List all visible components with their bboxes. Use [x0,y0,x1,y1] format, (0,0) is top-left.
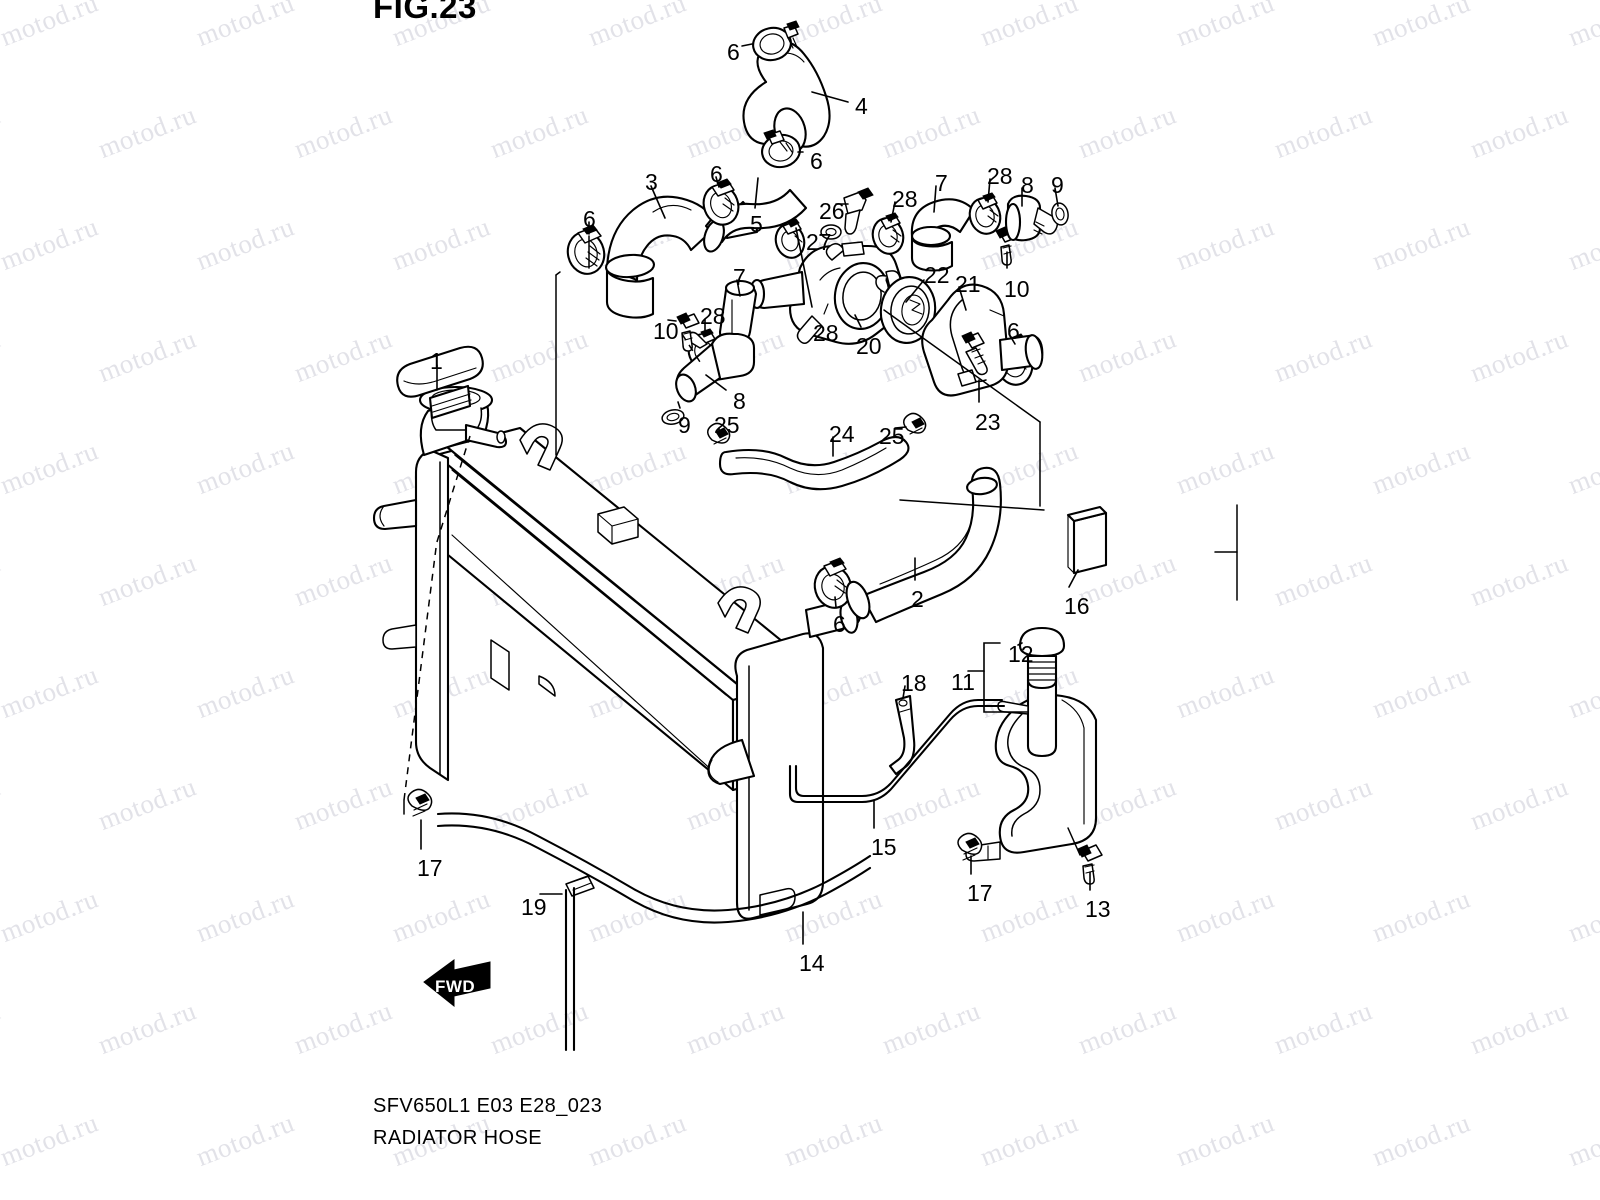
callout-number-hose-clamp: 6 [810,148,823,174]
callout-number-bolt: 10 [1004,276,1030,302]
callout-number-hose-clamp: 6 [710,161,723,187]
radiator-assembly [372,385,862,920]
callout-number-water-hose-no7: 7 [935,170,948,196]
callout-number-radiator-inlet-hose: 2 [911,586,924,612]
footer-section-name: RADIATOR HOSE [373,1127,542,1149]
callout-number-hose-clamp-small: 28 [987,163,1013,189]
thermostat-cover-bolt [961,331,988,376]
callout-number-cable-tie: 19 [521,894,547,920]
reservoir-overflow-hose [436,812,872,924]
callout-number-hose-clamp: 6 [583,206,596,232]
callout-number-water-bypass-hose: 4 [855,93,868,119]
water-pipe-right [1004,194,1069,242]
callout-number-radiator-cap: 1 [430,348,443,374]
callout-number-water-hose-no24: 24 [829,421,855,447]
callout-number-upper-radiator-hose: 3 [645,169,658,195]
footer-block: SFV650L1 E03 E28_023 RADIATOR HOSE [373,1095,602,1150]
callout-number-thermostat-case: 20 [856,333,882,359]
callout-number-reservoir-bracket: 18 [901,670,927,696]
fwd-arrow-label: FWD [435,977,476,996]
callout-number-hose-clamp: 6 [1007,318,1020,344]
callout-number-hose-clamp-small: 28 [813,320,839,346]
radiator-cap [396,345,484,420]
callout-number-sensor-o-ring: 27 [806,229,832,255]
spring-clip-25b [903,412,927,435]
callout-number-thermostat-cover: 21 [955,271,981,297]
callout-number-o-ring: 9 [678,412,691,438]
callout-number-reservoir-cap-assembly: 11 [951,669,975,695]
hose-clamp-6c [752,20,800,62]
callout-number-reservoir-overflow-hose: 14 [799,950,825,976]
callout-number-hose-clip: 17 [417,855,443,881]
cushion-plate [1066,505,1108,575]
hose-clip-17b [957,832,983,861]
water-hose-no24 [718,435,910,491]
callout-number-water-pipe: 8 [733,388,746,414]
registration-mark [1214,504,1238,601]
callout-number-water-pipe: 8 [1021,172,1034,198]
callout-number-thermostat-cover-bolt: 23 [975,409,1001,435]
callout-number-cushion-plate: 16 [1064,593,1090,619]
reservoir-bracket [888,694,916,776]
callout-number-spring-clip: 25 [714,412,740,438]
callout-number-hose-clamp-small: 28 [892,186,918,212]
hose-clamp-6b [702,178,740,226]
callout-number-hose-clip: 17 [967,880,993,906]
bolt-10-left [676,312,701,363]
callout-number-hose-clamp: 6 [727,39,740,65]
leader-lines [403,43,1091,945]
water-hose-no7-right [910,198,976,272]
water-pipe-left [661,331,756,425]
reservoir-tank [965,672,1098,862]
cable-tie [564,875,595,1052]
callout-number-o-ring: 9 [1051,172,1064,198]
hose-clamp-small-28a [871,212,905,255]
callout-number-mounting-bolt: 13 [1085,896,1111,922]
hose-clamp-6d [761,129,801,169]
hose-clip-17a [407,788,433,817]
callout-number-water-hose-no5: 5 [750,211,763,237]
hose-clamp-6f [813,557,853,609]
thermostat [875,274,937,344]
footer-model-code: SFV650L1 E03 E28_023 [373,1095,603,1117]
callout-number-water-temperature-sensor: 26 [819,198,845,224]
water-temperature-sensor [820,187,874,240]
reservoir-cap [1018,626,1066,690]
fwd-arrow [423,959,491,1008]
callout-number-breather-pipe: 15 [871,834,897,860]
callout-number-thermostat: 22 [924,262,950,288]
figure-title: FIG.23 [373,0,477,25]
water-hose-no7-left [718,279,758,346]
callout-number-water-hose-no7: 7 [733,264,746,290]
callout-number-hose-clamp-small: 28 [700,303,726,329]
radiator-inlet-hose [845,466,1002,624]
hose-clamp-6a [566,224,606,275]
callout-number-reservoir-cap: 12 [1008,641,1034,667]
callout-number-hose-clamp: 6 [833,611,846,637]
callout-number-bolt: 10 [653,318,679,344]
thermostat-case [748,241,907,345]
callout-number-spring-clip: 25 [879,423,905,449]
breather-pipe [788,698,1006,804]
